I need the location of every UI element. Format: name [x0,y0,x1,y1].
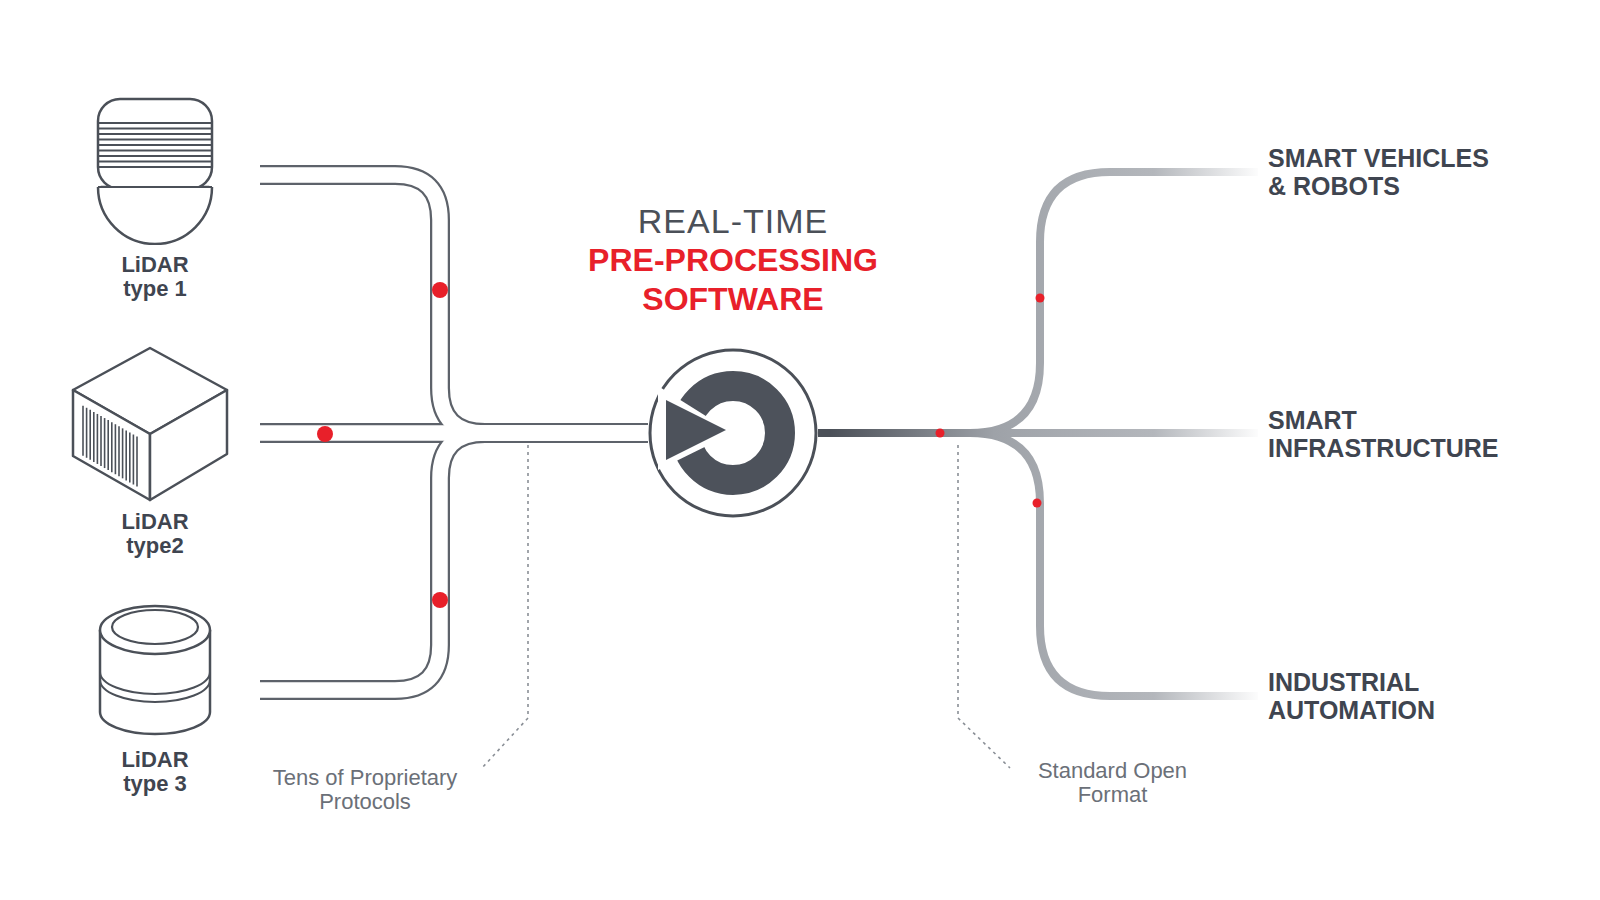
connector [818,172,1258,433]
shape [98,144,212,146]
shape [86,408,88,458]
shape [136,437,138,487]
shape [100,680,210,702]
connector [260,433,648,690]
format-note: Standard Open Format [1020,759,1205,807]
application-name: SMART INFRASTRUCTURE [1268,406,1511,462]
hub-subtitle: REAL-TIME [553,202,913,241]
shape [129,432,131,482]
shape [100,672,210,694]
lidar-cylinder-icon [65,600,245,740]
shape [97,414,99,464]
shape [98,99,212,189]
shape [98,155,212,157]
tube-inner [260,433,648,690]
lidar-sensor: LiDAR type2 [65,342,245,558]
tube-inner [260,175,648,433]
sensor-name: LiDAR type 3 [109,748,201,796]
lidar-box-icon [65,342,245,502]
shape [150,390,227,500]
shape [666,400,726,460]
leader-line [958,445,1010,768]
application-label: INDUSTRIAL AUTOMATION [1268,668,1511,724]
application-name: INDUSTRIAL AUTOMATION [1268,668,1511,724]
lidar-sensor: LiDAR type 1 [65,95,245,301]
software-logo [648,348,818,518]
shape [98,186,212,188]
application-label: SMART INFRASTRUCTURE [1268,406,1511,462]
shape [73,390,150,500]
shape [100,606,210,654]
hub-title: PRE-PROCESSING SOFTWARE [553,241,913,318]
software-hub: REAL-TIMEPRE-PROCESSING SOFTWARE [648,348,818,518]
data-packet-dot [432,592,448,608]
sensor-name: LiDAR type2 [109,510,201,558]
shape [93,412,95,462]
shape [104,418,106,468]
shape [107,420,109,470]
shape [98,187,212,244]
shape [112,610,198,644]
shape [98,122,212,124]
format-note: Tens of Proprietary Protocols [250,766,480,814]
hub-heading: REAL-TIMEPRE-PROCESSING SOFTWARE [553,202,913,318]
shape [82,406,84,456]
connector [818,433,1258,696]
shape [133,435,135,485]
lidar-dome-icon [65,95,245,245]
shape [118,426,120,476]
shape [111,422,113,472]
shape [98,166,212,168]
data-packet-dot [1033,499,1042,508]
application-label: SMART VEHICLES & ROBOTS [1268,144,1511,200]
shape [89,410,91,460]
data-packet-dot [1036,294,1045,303]
shape [98,138,212,140]
leader-line [482,445,528,768]
shape [115,424,117,474]
shape [650,350,816,516]
connector [260,175,648,433]
data-packet-dot [936,429,945,438]
shape [98,127,212,129]
shape [98,133,212,135]
shape [658,386,733,470]
shape [122,428,124,478]
shape [98,149,212,151]
shape [125,430,127,480]
shape [98,160,212,162]
shape [100,416,102,466]
data-packet-dot [317,426,333,442]
data-packet-dot [432,282,448,298]
sensor-name: LiDAR type 1 [109,253,201,301]
application-name: SMART VEHICLES & ROBOTS [1268,144,1511,200]
lidar-sensor: LiDAR type 3 [65,600,245,796]
